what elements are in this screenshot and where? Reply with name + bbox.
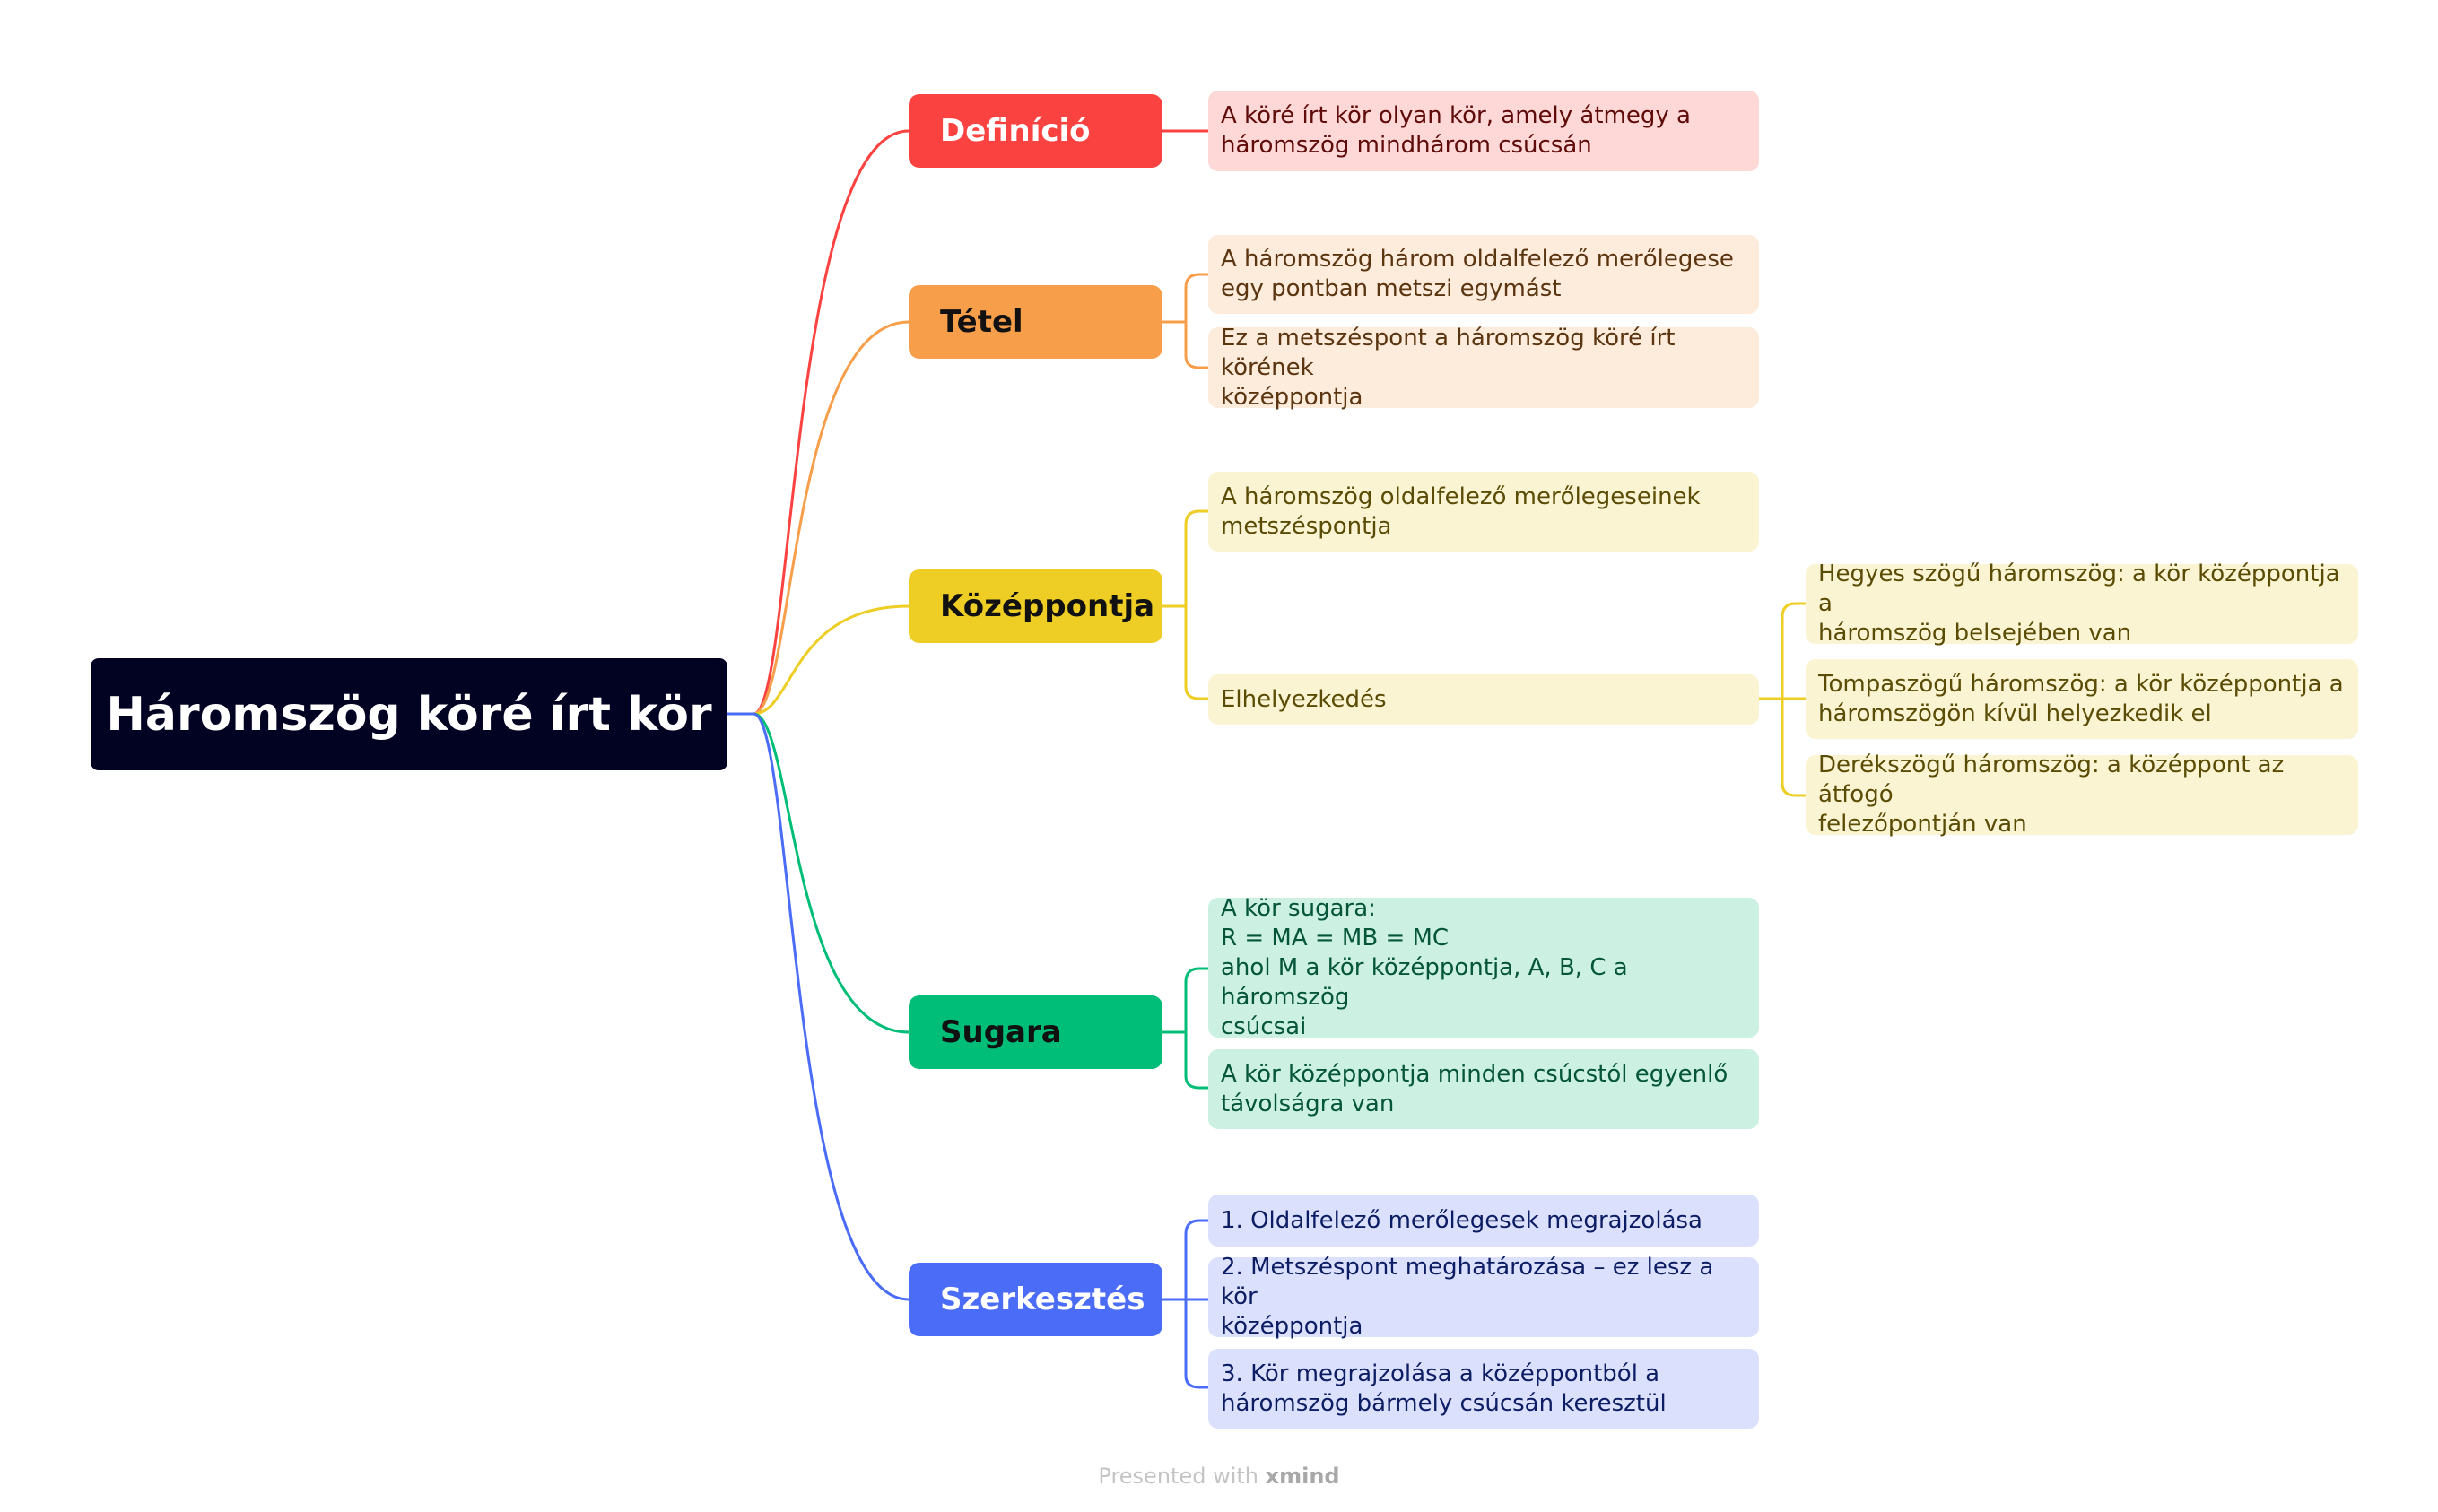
leaf-elhelyezkedes[interactable]: Elhelyezkedés	[1208, 674, 1759, 725]
branch-kozeppontja[interactable]: Középpontja	[909, 569, 1162, 643]
subleaf-derek[interactable]: Derékszögű háromszög: a középpont az átf…	[1806, 752, 2358, 838]
leaf-label: Hegyes szögű háromszög: a kör középpontj…	[1818, 560, 2340, 647]
footer-prefix: Presented with	[1098, 1464, 1258, 1489]
subleaf-tompa[interactable]: Tompaszögű háromszög: a kör középpontja …	[1806, 659, 2358, 739]
branch-tetel[interactable]: Tétel	[909, 285, 1162, 359]
connector-root-kozeppontja	[753, 604, 910, 716]
branch-definicio[interactable]: Definíció	[909, 94, 1162, 168]
branch-tetel-label: Tétel	[940, 304, 1023, 340]
leaf-label: Derékszögű háromszög: a középpont az átf…	[1818, 752, 2285, 838]
leaf-label: Ez a metszéspont a háromszög köré írt kö…	[1221, 324, 1676, 411]
xmind-logo: xmind	[1265, 1464, 1340, 1489]
leaf-label: A háromszög három oldalfelező merőlegese…	[1221, 246, 1734, 302]
connector-root-szerkesztes	[753, 712, 910, 1301]
connector-elhelyezkedes-subleaves	[1759, 602, 1806, 797]
leaf-label: A háromszög oldalfelező merőlegeseinek m…	[1221, 482, 1701, 540]
root-topic-label: Háromszög köré írt kör	[106, 687, 712, 742]
leaf-tetel-1[interactable]: A háromszög három oldalfelező merőlegese…	[1208, 235, 1759, 314]
leaf-definicio-1[interactable]: A köré írt kör olyan kör, amely átmegy a…	[1208, 91, 1759, 171]
branch-szerkesztes-label: Szerkesztés	[940, 1282, 1145, 1317]
presented-with-footer: Presented with xmind	[0, 1464, 2438, 1489]
leaf-label: 3. Kör megrajzolása a középpontból a hár…	[1221, 1360, 1667, 1417]
root-topic[interactable]: Háromszög köré írt kör	[91, 658, 727, 770]
connector-root-tetel	[753, 320, 910, 716]
leaf-szerkesztes-2[interactable]: 2. Metszéspont meghatározása – ez lesz a…	[1208, 1254, 1759, 1340]
leaf-label: Tompaszögű háromszög: a kör középpontja …	[1818, 670, 2344, 727]
connector-tetel-leaves	[1162, 273, 1208, 369]
leaf-label: A kör sugara: R = MA = MB = MC ahol M a …	[1221, 894, 1628, 1040]
leaf-sugara-2[interactable]: A kör középpontja minden csúcstól egyenl…	[1208, 1049, 1759, 1129]
leaf-label: 1. Oldalfelező merőlegesek megrajzolása	[1221, 1206, 1702, 1234]
branch-sugara-label: Sugara	[940, 1014, 1062, 1050]
branch-sugara[interactable]: Sugara	[909, 995, 1162, 1069]
subleaf-hegyes[interactable]: Hegyes szögű háromszög: a kör középpontj…	[1806, 560, 2358, 647]
branch-definicio-label: Definíció	[940, 113, 1091, 149]
connector-sugara-leaves	[1162, 967, 1208, 1090]
leaf-kozeppontja-1[interactable]: A háromszög oldalfelező merőlegeseinek m…	[1208, 472, 1759, 552]
leaf-label: A köré írt kör olyan kör, amely átmegy a…	[1221, 102, 1691, 159]
connector-kozeppontja-leaves	[1162, 509, 1208, 700]
leaf-label: 2. Metszéspont meghatározása – ez lesz a…	[1221, 1254, 1714, 1340]
connector-root-sugara	[753, 712, 910, 1034]
connector-root-definicio	[753, 129, 910, 716]
branch-kozeppontja-label: Középpontja	[940, 588, 1155, 624]
leaf-szerkesztes-1[interactable]: 1. Oldalfelező merőlegesek megrajzolása	[1208, 1195, 1759, 1247]
leaf-szerkesztes-3[interactable]: 3. Kör megrajzolása a középpontból a hár…	[1208, 1349, 1759, 1429]
leaf-label: Elhelyezkedés	[1221, 685, 1387, 713]
leaf-tetel-2[interactable]: Ez a metszéspont a háromszög köré írt kö…	[1208, 325, 1759, 411]
connector-szerkesztes-leaves	[1162, 1219, 1208, 1389]
leaf-sugara-1[interactable]: A kör sugara: R = MA = MB = MC ahol M a …	[1208, 895, 1759, 1040]
branch-szerkesztes[interactable]: Szerkesztés	[909, 1263, 1162, 1336]
leaf-label: A kör középpontja minden csúcstól egyenl…	[1221, 1060, 1728, 1117]
